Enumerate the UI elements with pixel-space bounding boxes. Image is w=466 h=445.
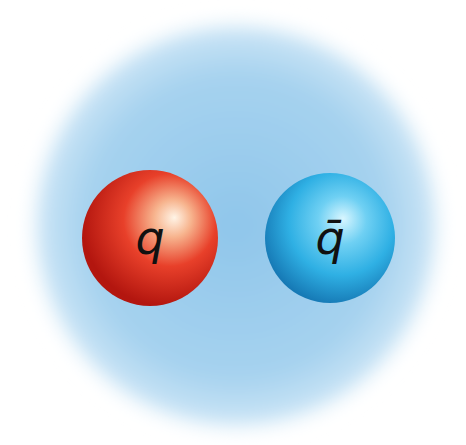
sphere-label-box: q̄ bbox=[265, 173, 395, 303]
glow-circle bbox=[22, 12, 450, 440]
sphere-fill bbox=[265, 173, 395, 303]
sphere-label-box: q bbox=[82, 170, 218, 306]
gluon-bond bbox=[212, 230, 271, 246]
sphere-fill bbox=[82, 170, 218, 306]
particle-symbol: q̄ bbox=[315, 213, 344, 264]
antiquark-sphere: q̄ bbox=[265, 173, 395, 303]
quark-sphere: q bbox=[82, 170, 218, 306]
particle-symbol: q bbox=[135, 213, 164, 264]
